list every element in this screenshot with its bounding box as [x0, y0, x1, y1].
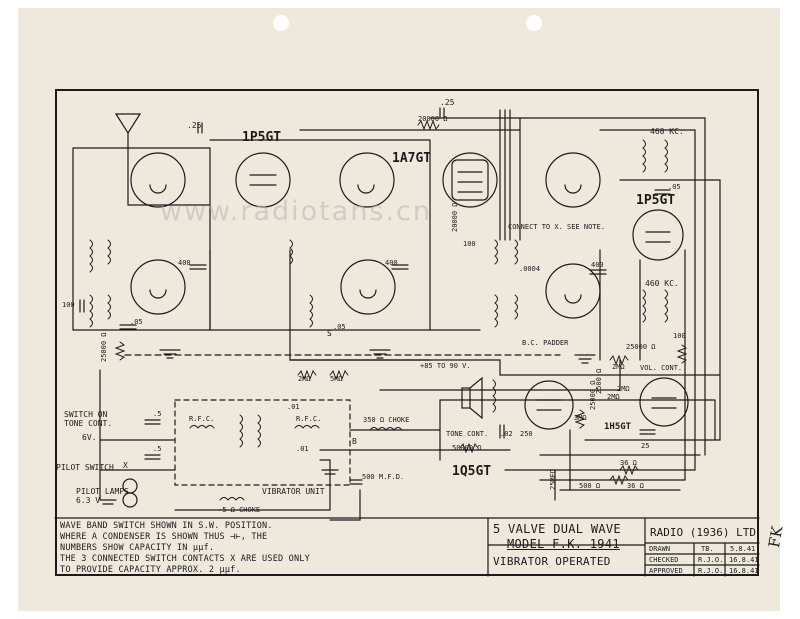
label-tone-cont: TONE CONT. — [446, 430, 489, 438]
checked-initials: R.J.O. — [698, 556, 724, 564]
label-cap-02: .02 — [500, 430, 513, 438]
label-antenna-cap: .25 — [187, 121, 202, 130]
label-s-mark: S — [327, 329, 332, 338]
approved-initials: R.J.O. — [698, 567, 724, 575]
label-cap-400-c: 400 — [591, 261, 604, 269]
label-bc-padder: B.C. PADDER — [522, 339, 569, 347]
drawn-label: DRAWN — [649, 545, 671, 553]
schematic-frame — [55, 89, 759, 576]
label-res-5m: 5MΩ — [330, 375, 343, 383]
label-res-36-b: 36 Ω — [627, 482, 644, 490]
label-volt-6: 6V. — [82, 433, 97, 442]
tube-label-1p5gt-b: 1P5GT — [636, 193, 676, 208]
tube-label-1q5gt: 1Q5GT — [452, 464, 492, 479]
tube-label-1p5gt-a: 1P5GT — [242, 130, 282, 145]
label-cap-100-b: 100 — [463, 240, 476, 248]
label-cap-01-b: .01 — [296, 445, 309, 453]
checked-label: CHECKED — [649, 556, 679, 564]
label-cap-05-a: .05 — [130, 318, 143, 326]
valve-symbols — [130, 152, 689, 430]
label-agc-res: 20000 Ω — [418, 115, 448, 123]
title-line: MODEL F.K. 1941 — [507, 537, 620, 551]
label-volume: VOL. CONT. — [640, 364, 683, 372]
label-cap-01-a: .01 — [287, 403, 300, 411]
label-pilot-switch: PILOT SWITCH — [56, 463, 114, 472]
ground-symbols — [99, 349, 596, 505]
antenna-symbol — [114, 113, 142, 153]
wiring — [72, 109, 721, 521]
label-rfc-b: R.F.C. — [296, 415, 322, 423]
note-line: THE 3 CONNECTED SWITCH CONTACTS X ARE US… — [60, 554, 310, 564]
label-choke-5: ·5 Ω CHOKE — [218, 506, 261, 514]
note-line: WHERE A CONDENSER IS SHOWN THUS ⊣⊢, THE — [60, 532, 268, 542]
coil-symbols — [89, 139, 668, 501]
note-line: NUMBERS SHOW CAPACITY IN µµf. — [60, 543, 215, 553]
label-res-36-a: 36 Ω — [620, 459, 637, 467]
label-res-500: 500 Ω — [579, 482, 601, 490]
schematic-sheet — [18, 8, 780, 611]
label-res-2m-a: 2MΩ — [298, 375, 311, 383]
label-switch-tone: SWITCH ON TONE CONT. — [64, 410, 113, 428]
resistor-symbols — [114, 119, 688, 486]
tube-label-1a7gt: 1A7GT — [392, 151, 432, 166]
note-line: WAVE BAND SWITCH SHOWN IN S.W. POSITION. — [60, 521, 273, 531]
side-mark: FK — [765, 524, 787, 550]
label-res-25mfd: 25MFD — [549, 468, 557, 490]
drawn-date: 5.8.41 — [730, 545, 756, 553]
label-b-mark: B — [352, 437, 357, 446]
approved-label: APPROVED — [649, 567, 683, 575]
label-res-250: 250 — [520, 430, 533, 438]
label-cap-05-b: .05 — [333, 323, 346, 331]
label-cap-100: 100 — [62, 301, 75, 309]
label-res-25000-b: 25000 Ω — [626, 343, 656, 351]
label-cap-05-if: .05 — [668, 183, 681, 191]
label-cap-5-b: .5 — [153, 445, 162, 453]
label-cap-25-out: 25 — [641, 442, 650, 450]
label-pilot-lamps: PILOT LAMPS 6.3 V — [76, 487, 129, 506]
punch-hole — [273, 15, 289, 31]
drawn-initials: TB. — [701, 545, 714, 553]
label-res-3m: 3MΩ — [574, 414, 587, 422]
label-choke-350: 350 Ω CHOKE — [363, 416, 410, 424]
label-res-2500: 2500 Ω — [595, 368, 603, 394]
label-cap-100-c: 100 — [673, 332, 686, 340]
label-if-top: 460 KC. — [650, 127, 684, 136]
title-block-lines — [54, 517, 760, 577]
label-res-50000: 50000 Ω — [452, 444, 482, 452]
watermark: www.radiotans.cn — [160, 196, 433, 227]
label-b-voltage: +85 TO 90 V. — [420, 362, 471, 370]
company-name: RADIO (1936) LTD — [650, 526, 756, 539]
label-cap-500mfd: 500 M.F.D. — [362, 473, 405, 481]
label-res-2m-c: 2MΩ — [607, 393, 620, 401]
label-vibrator-unit: VIBRATOR UNIT — [262, 487, 325, 496]
title-line: VIBRATOR OPERATED — [493, 555, 611, 568]
capacitor-symbols — [79, 107, 671, 485]
label-res-25000-a: 25000 Ω — [100, 332, 108, 362]
approved-date: 16.8.41 — [729, 567, 759, 575]
label-rfc-a: R.F.C. — [189, 415, 215, 423]
label-res-2m-b: 2MΩ — [612, 363, 625, 371]
pilot-lamps — [122, 478, 138, 508]
label-if-mid: 460 KC. — [645, 279, 679, 288]
title-line: 5 VALVE DUAL WAVE — [493, 522, 621, 536]
label-cap-400-a: 400 — [178, 259, 191, 267]
label-cap-400-b: 400 — [385, 259, 398, 267]
note-line: TO PROVIDE CAPACITY APPROX. 2 µµf. — [60, 565, 241, 575]
label-x-mark: X — [123, 461, 128, 470]
label-agc-cap: .25 — [440, 98, 455, 107]
checked-date: 16.8.41 — [729, 556, 759, 564]
label-osc-cap: .0004 — [519, 265, 541, 273]
label-res-20000: 20000 Ω — [451, 202, 459, 232]
label-osc-note: CONNECT TO X. SEE NOTE. — [508, 223, 605, 231]
speaker-symbol — [461, 376, 483, 420]
punch-hole — [526, 15, 542, 31]
label-cap-5-a: .5 — [153, 410, 162, 418]
tube-label-1h5gt: 1H5GT — [604, 422, 632, 432]
label-res-2mohm: 2MΩ — [617, 385, 630, 393]
